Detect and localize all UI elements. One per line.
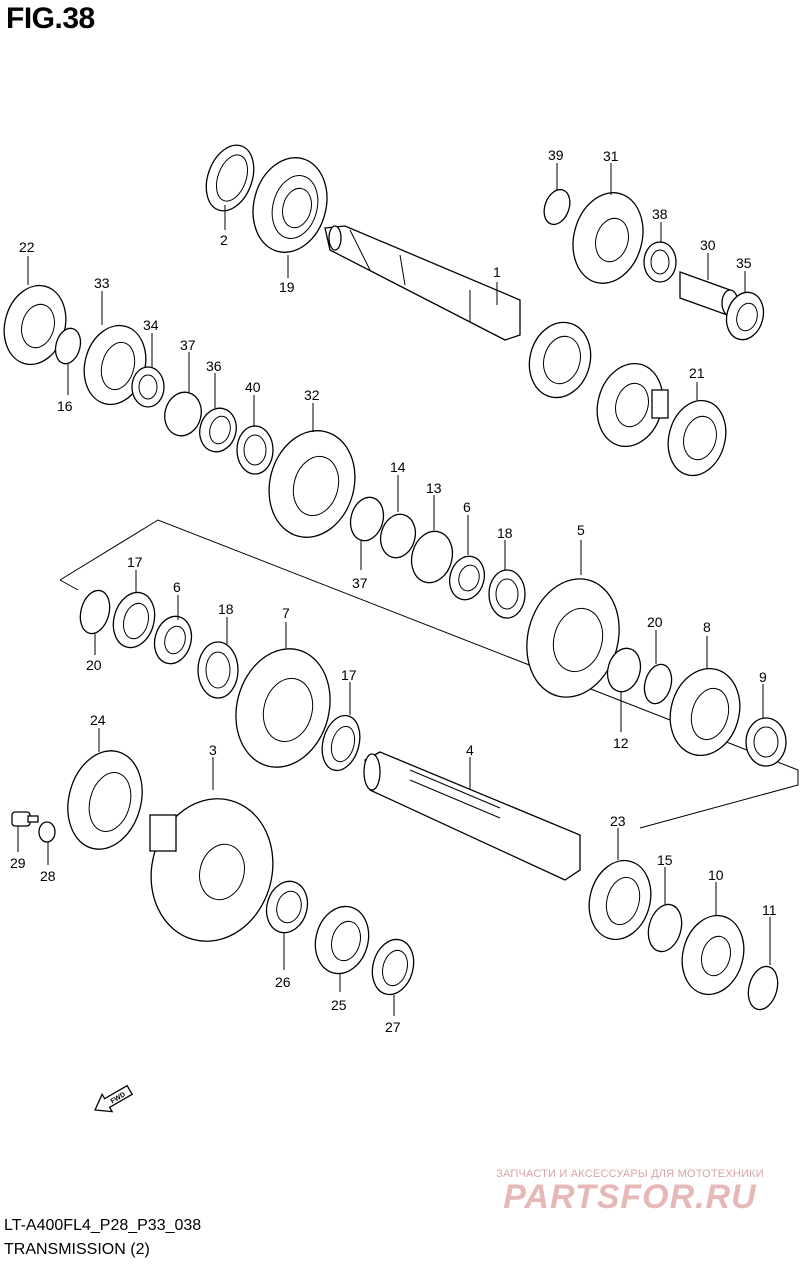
callout-27: 27	[385, 1019, 401, 1035]
part-bolt-29	[11, 811, 39, 827]
part-needle-bearing-34	[131, 366, 165, 408]
callout-36: 36	[206, 358, 222, 374]
callout-8: 8	[703, 619, 711, 635]
part-circlip-11	[747, 965, 779, 1011]
callout-24: 24	[90, 712, 106, 728]
part-washer-15	[647, 903, 683, 953]
watermark-logo: PARTSFOR.RU	[503, 1178, 757, 1216]
part-gear-8	[669, 667, 741, 757]
callout-30: 30	[700, 237, 716, 253]
part-washer-17a	[112, 591, 156, 649]
callout-18a: 18	[218, 601, 234, 617]
part-gear-3	[149, 798, 274, 942]
callout-37b: 37	[352, 575, 368, 591]
part-washer-16	[54, 327, 82, 365]
part-washer-13	[410, 530, 454, 584]
callout-33: 33	[94, 275, 110, 291]
callout-1: 1	[493, 264, 501, 280]
callout-7: 7	[282, 605, 290, 621]
callout-21: 21	[689, 365, 705, 381]
part-gear-5	[526, 578, 620, 698]
callout-28: 28	[40, 868, 56, 884]
callout-38: 38	[652, 206, 668, 222]
part-washer-17b	[321, 714, 361, 772]
callout-11: 11	[762, 902, 777, 918]
part-gear-10	[681, 914, 745, 996]
callout-31: 31	[603, 148, 619, 164]
part-oil-seal-2	[205, 144, 255, 212]
callout-20b: 20	[647, 614, 663, 630]
callout-10: 10	[708, 867, 724, 883]
callout-9: 9	[759, 669, 767, 685]
callout-12: 12	[613, 735, 629, 751]
part-bearing-23	[588, 859, 652, 941]
callout-35: 35	[736, 255, 752, 271]
callout-2: 2	[220, 232, 228, 248]
figure-code: LT-A400FL4_P28_P33_038	[4, 1217, 202, 1234]
callout-14: 14	[390, 459, 406, 475]
part-circlip-20b	[643, 663, 673, 705]
part-gear-7	[235, 648, 331, 768]
callout-20a: 20	[86, 657, 102, 673]
part-oil-seal-27	[371, 938, 415, 996]
part-washer-28	[38, 821, 56, 843]
callout-17b: 17	[341, 667, 357, 683]
callout-37a: 37	[180, 337, 196, 353]
part-needle-bearing-40	[236, 425, 274, 475]
part-bushing-35	[725, 291, 765, 341]
callout-29: 29	[10, 855, 26, 871]
callout-6a: 6	[173, 579, 181, 595]
callout-23: 23	[610, 813, 626, 829]
part-bearing-19	[252, 157, 328, 253]
part-bearing-25	[314, 905, 370, 975]
part-countershaft-1	[324, 225, 669, 448]
callout-19: 19	[279, 279, 295, 295]
callout-40: 40	[245, 379, 261, 395]
callout-32: 32	[304, 387, 320, 403]
callouts: 1 2 3 4 5 6 6 7 8 9 10 11 12 13 14 15 16	[10, 147, 777, 1035]
part-washer-26	[265, 880, 309, 934]
part-circlip-20a	[79, 589, 111, 635]
part-washer-14	[379, 513, 417, 559]
part-bushing-6b	[448, 555, 486, 601]
part-needle-bearing-18a	[197, 641, 239, 699]
callout-13: 13	[426, 480, 442, 496]
callout-4: 4	[466, 742, 474, 758]
callout-15: 15	[657, 852, 673, 868]
part-gear-32	[268, 430, 356, 538]
part-driveshaft-4	[363, 751, 581, 881]
watermark: ЗАПЧАСТИ И АКСЕССУАРЫ ДЛЯ МОТОТЕХНИКИ PA…	[480, 1168, 780, 1217]
callout-5: 5	[577, 522, 585, 538]
figure-title: FIG.38	[6, 2, 95, 35]
callout-17a: 17	[127, 554, 143, 570]
figure-caption: TRANSMISSION (2)	[4, 1241, 150, 1258]
part-bearing-24	[67, 750, 143, 850]
callout-18b: 18	[497, 525, 513, 541]
part-needle-bearing-38	[643, 241, 677, 283]
assembly-outline	[59, 519, 799, 829]
part-bushing-36	[199, 407, 237, 453]
callout-39: 39	[548, 147, 564, 163]
part-bushing-6a	[153, 615, 193, 665]
part-needle-bearing-18b	[488, 569, 526, 619]
part-washer-12	[606, 647, 642, 693]
callout-3: 3	[209, 742, 217, 758]
callout-26: 26	[275, 974, 291, 990]
callout-16: 16	[57, 398, 73, 414]
part-gear-31	[572, 192, 644, 284]
fwd-arrow-icon: FWD	[94, 1084, 134, 1113]
callout-22: 22	[19, 239, 35, 255]
fwd-label: FWD	[110, 1091, 127, 1105]
part-needle-bearing-9	[745, 717, 787, 767]
callout-34: 34	[143, 317, 159, 333]
callout-6b: 6	[463, 499, 471, 515]
part-bearing-21	[667, 399, 727, 477]
part-circlip-39	[543, 188, 571, 226]
watermark-tagline: ЗАПЧАСТИ И АКСЕССУАРЫ ДЛЯ МОТОТЕХНИКИ	[496, 1168, 764, 1180]
callout-25: 25	[331, 997, 347, 1013]
